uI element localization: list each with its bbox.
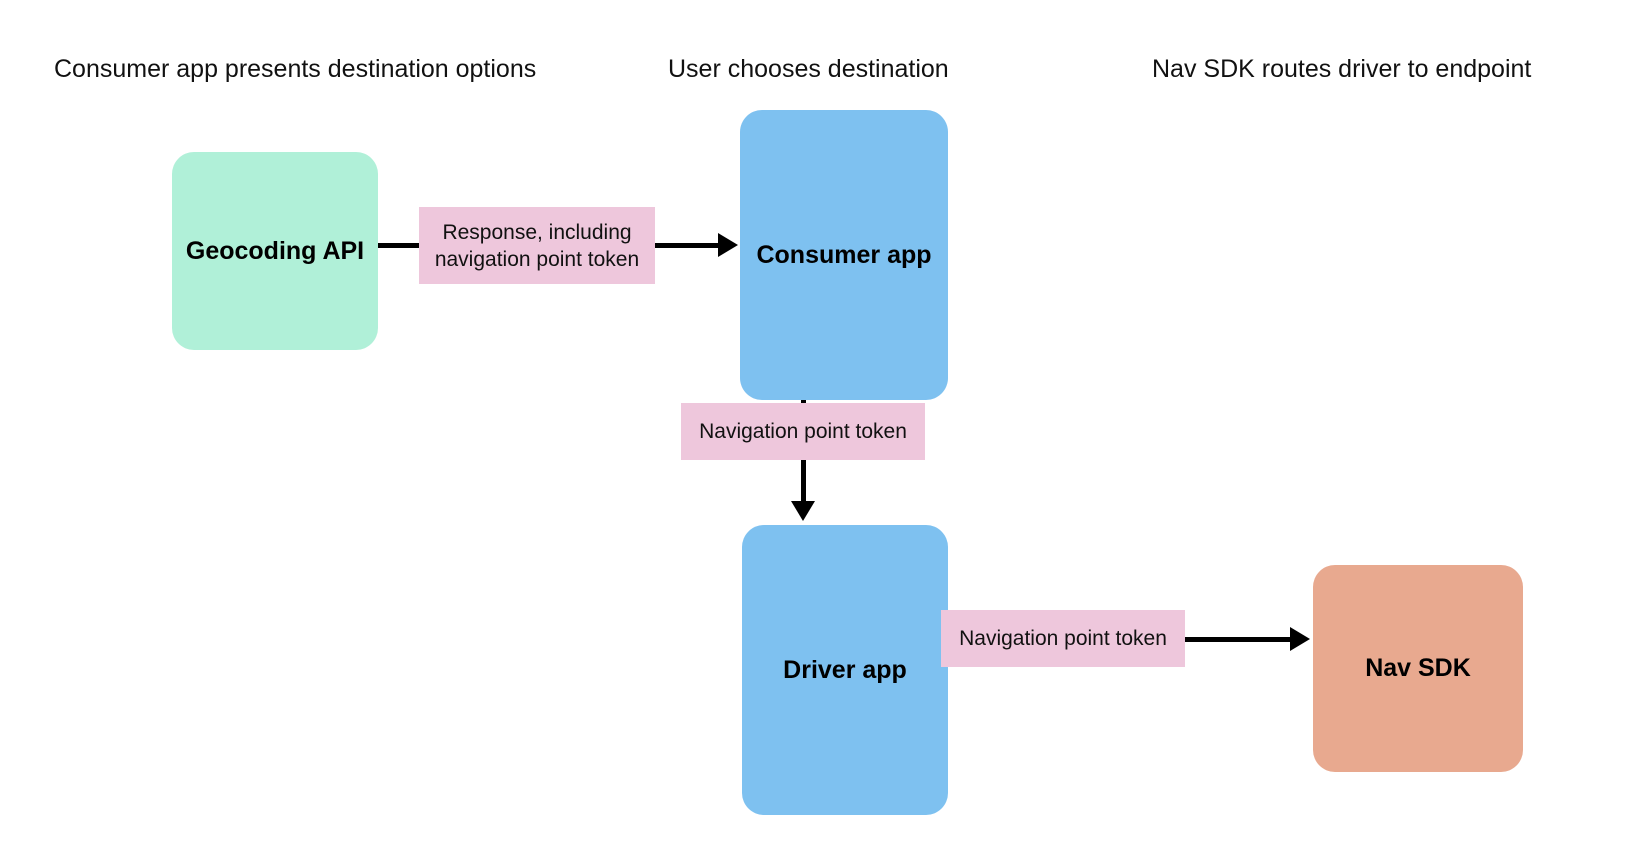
- node-driver-app-label: Driver app: [783, 655, 907, 684]
- node-consumer-app-label: Consumer app: [756, 240, 932, 269]
- edge-label-navigation-point-token-horizontal: Navigation point token: [941, 610, 1185, 667]
- edge-label-response-text: Response, including navigation point tok…: [434, 220, 640, 271]
- column-header-user-chooses-destination: User chooses destination: [668, 55, 949, 83]
- edge-label-response-including-navigation-point-token: Response, including navigation point tok…: [419, 207, 655, 284]
- node-consumer-app[interactable]: Consumer app: [740, 110, 948, 400]
- edge-geocoding-to-consumer-line-right: [655, 243, 721, 248]
- node-nav-sdk[interactable]: Nav SDK: [1313, 565, 1523, 772]
- arrow-right-icon-to-consumer-app: [718, 233, 738, 257]
- edge-consumer-to-driver-line-bottom: [801, 460, 806, 505]
- arrow-down-icon-to-driver-app: [791, 501, 815, 521]
- node-nav-sdk-label: Nav SDK: [1365, 654, 1471, 682]
- node-driver-app[interactable]: Driver app: [742, 525, 948, 815]
- edge-label-navigation-point-token-vertical-text: Navigation point token: [699, 420, 907, 443]
- edge-label-navigation-point-token-vertical: Navigation point token: [681, 403, 925, 460]
- edge-driver-to-navsdk-line-right: [1185, 637, 1291, 642]
- column-header-consumer-app-presents: Consumer app presents destination option…: [54, 55, 537, 83]
- edge-geocoding-to-consumer-line-left: [378, 243, 420, 248]
- arrow-right-icon-to-nav-sdk: [1290, 627, 1310, 651]
- node-geocoding-api[interactable]: Geocoding API: [172, 152, 378, 350]
- edge-label-navigation-point-token-horizontal-text: Navigation point token: [959, 627, 1167, 650]
- column-header-nav-sdk-routes-driver: Nav SDK routes driver to endpoint: [1152, 55, 1532, 83]
- node-geocoding-api-label: Geocoding API: [185, 236, 365, 265]
